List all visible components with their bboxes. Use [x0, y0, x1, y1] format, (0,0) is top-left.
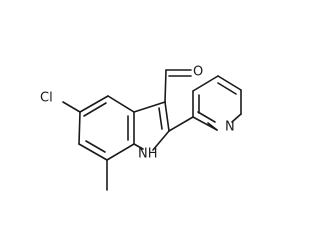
bond-c5-c6	[78, 111, 81, 145]
aldehyde-oxygen-label: O	[193, 65, 203, 80]
bond-c3-c2	[164, 101, 170, 132]
bond-py6-py1	[192, 116, 218, 131]
indole-nh-label: NH	[138, 147, 158, 162]
bond-c3-c2-inner	[158, 107, 163, 130]
bond-c2-n1	[152, 130, 170, 151]
bond-c6-c7-inner	[85, 140, 106, 153]
bond-py5-n	[231, 113, 242, 123]
bond-c3-cho	[164, 69, 167, 103]
bond-py2-py3	[192, 75, 219, 92]
bond-c3a-c4	[107, 95, 135, 113]
bond-py6-py1-inner	[197, 111, 216, 123]
bond-c5-cl	[62, 101, 81, 113]
bond-c7-c7a	[106, 143, 135, 161]
bond-py3-py4-inner	[217, 82, 237, 95]
chemical-structure: O Cl NH N	[40, 65, 242, 191]
bond-c3a-c3	[133, 101, 166, 113]
bond-py3-py4	[217, 75, 242, 91]
bond-c4-c5-inner	[83, 102, 107, 117]
chlorine-label: Cl	[40, 91, 53, 106]
pyridine-nitrogen-label: N	[225, 120, 235, 135]
bond-n1-c7a	[133, 143, 144, 150]
bond-c2-pyridine	[168, 116, 194, 132]
bond-c4-c5	[79, 95, 109, 113]
bond-c6-c7	[78, 143, 108, 161]
